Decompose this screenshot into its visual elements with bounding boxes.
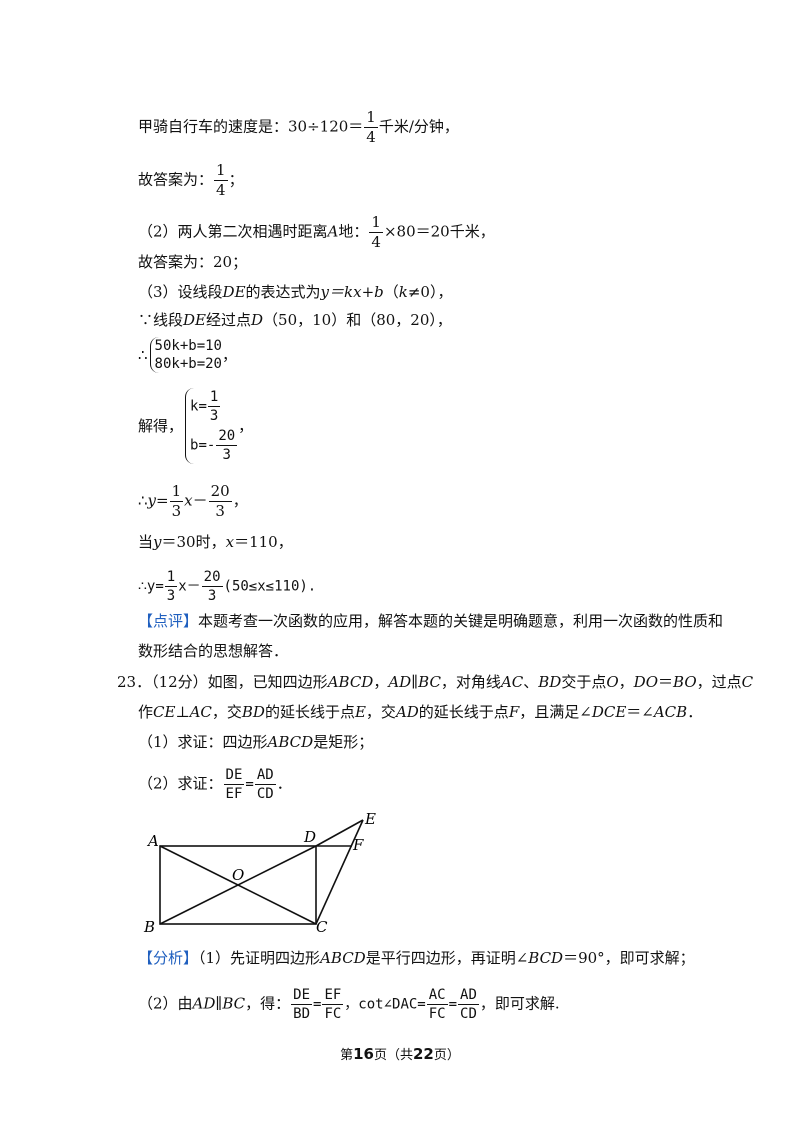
analysis-tag: 【分析】 — [138, 949, 199, 967]
label-o: O — [232, 866, 244, 884]
label-f: F — [352, 836, 364, 854]
text: 故答案为： — [138, 170, 214, 189]
segment-de — [315, 819, 364, 847]
text: ； — [228, 170, 244, 189]
line-analysis-1: 【分析】（1）先证明四边形ABCD是平行四边形，再证明∠BCD＝90°，即可求解… — [138, 949, 695, 967]
line-answer-2: 故答案为：20； — [138, 253, 248, 271]
line-points: ∵线段DE经过点D（50，10）和（80，20）， — [138, 311, 452, 329]
label-c: C — [316, 918, 328, 936]
rectangle-abcd — [159, 845, 317, 925]
question-23-line-1: 23．（12分）如图，已知四边形ABCD，AD∥BC，对角线AC、BD交于点O，… — [117, 673, 754, 691]
line-comment: 【点评】本题考查一次函数的应用，解答本题的关键是明确题意，利用一次函数的性质和 — [138, 612, 724, 630]
label-e: E — [364, 810, 376, 828]
line-when: 当y＝30时，x＝110， — [138, 533, 293, 551]
line-part-3: （3）设线段DE的表达式为y＝kx+b（k≠0）， — [138, 283, 453, 301]
question-23-part-1: （1）求证：四边形ABCD是矩形； — [138, 733, 374, 751]
page-total: 22 — [413, 1045, 434, 1063]
label-b: B — [143, 918, 155, 936]
label-d: D — [303, 828, 316, 846]
page-footer: 第16页（共22页） — [340, 1045, 460, 1063]
segment-ce — [315, 819, 364, 925]
label-a: A — [146, 832, 159, 850]
diagonal-bd — [159, 845, 317, 925]
text: 千米/分钟， — [378, 117, 459, 136]
question-23-line-2: 作CE⊥AC，交BD的延长线于点E，交AD的延长线于点F，且满足∠DCE＝∠AC… — [138, 703, 703, 721]
page-number: 16 — [353, 1045, 374, 1063]
geometry-figure: A B C D E F O — [143, 810, 376, 936]
text: 甲骑自行车的速度是：30÷120＝ — [138, 117, 364, 136]
line-comment-2: 数形结合的思想解答． — [138, 642, 289, 660]
comment-tag: 【点评】 — [138, 612, 199, 630]
